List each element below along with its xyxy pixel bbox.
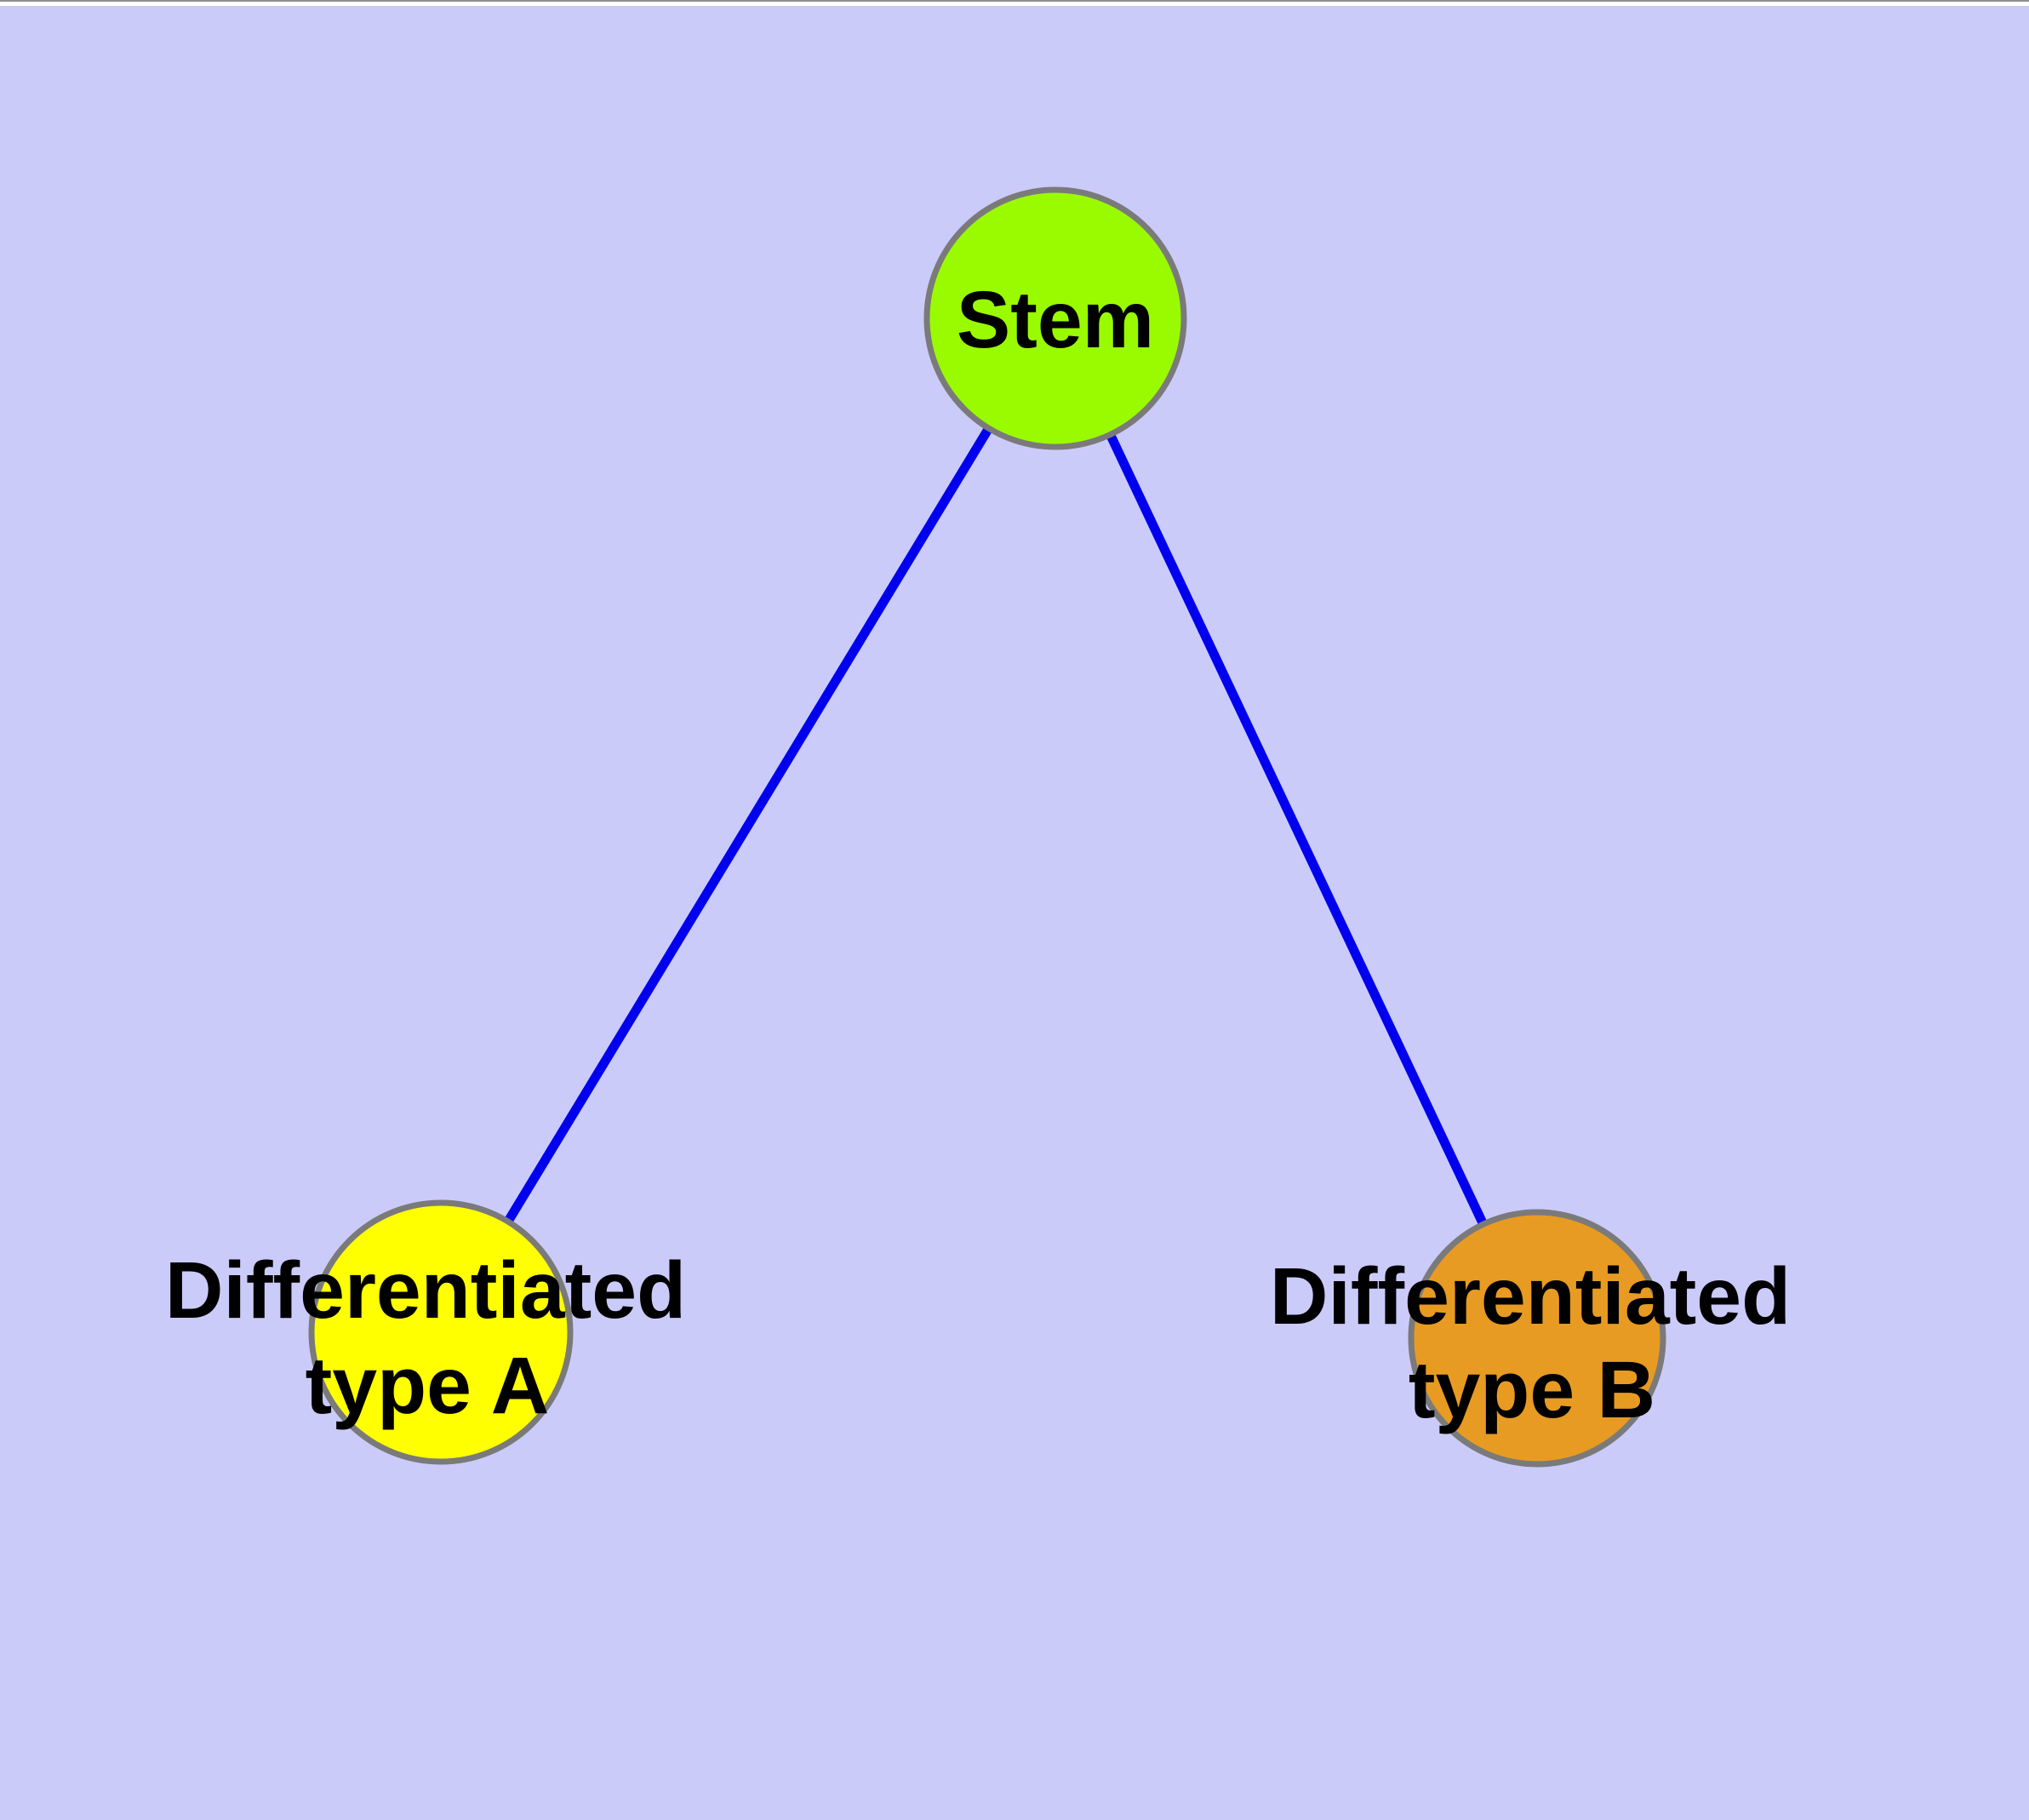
window-top-strip [0,2,2029,6]
node-stem-label: Stem [957,275,1154,365]
edge-stem-to-type-a [437,316,1060,1335]
node-type-a-label-line1: Differentiated [165,1245,686,1336]
node-type-b-label-line2: type B [1409,1345,1655,1435]
node-stem [923,186,1187,450]
node-differentiated-type-a [308,1199,574,1465]
window-top-border [0,0,2029,2]
edge-stem-to-type-b [1051,316,1541,1341]
node-type-a-label-line2: type A [306,1341,550,1431]
node-differentiated-type-b [1408,1209,1666,1468]
node-type-b-label-line1: Differentiated [1270,1251,1791,1342]
